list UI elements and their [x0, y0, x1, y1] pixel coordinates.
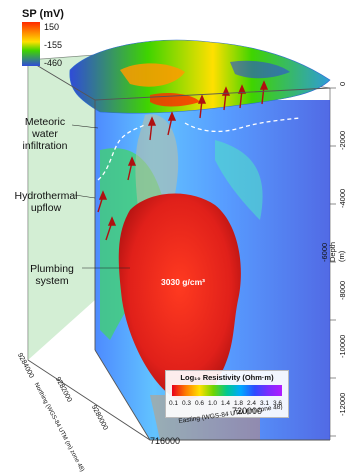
figure-canvas: SP (mV) 150 -155 -460 Meteoric water inf… [14, 8, 347, 473]
left-volume-face [28, 55, 95, 360]
res-tick: 1.0 [208, 400, 218, 407]
res-tick: 3.1 [260, 400, 270, 407]
resistivity-legend-title: Log₁₀ Resistivity (Ohm·m) [180, 373, 274, 382]
3d-model-render [27, 39, 336, 441]
res-tick: 0.6 [195, 400, 205, 407]
depth-axis-ticks [330, 87, 336, 437]
upflow-arrows [97, 80, 269, 241]
res-tick: 1.4 [221, 400, 231, 407]
depth-tick-0: 0 [338, 81, 347, 86]
depth-tick-5: -10000 [338, 334, 347, 358]
res-tick: 2.4 [247, 400, 257, 407]
depth-tick-1: -2000 [338, 130, 347, 150]
leader-lines [71, 124, 130, 269]
sp-legend-title: SP (mV) [22, 8, 64, 20]
sp-tick-max: 150 [44, 22, 60, 32]
meteoric-label: Meteoric water infiltration [22, 116, 68, 152]
easting-tick-1: 720000 [232, 406, 263, 416]
meteoric-boundary-right [184, 117, 301, 133]
sp-surface-map [69, 39, 331, 114]
depth-axis-label: Depth (m) [328, 241, 346, 262]
easting-tick-0: 716000 [150, 436, 181, 446]
plumbing-label: Plumbing system [30, 263, 74, 287]
res-tick: 0.3 [182, 400, 192, 407]
depth-tick-6: -12000 [338, 392, 347, 416]
density-label: 3030 g/cm³ [161, 277, 205, 287]
depth-tick-4: -8000 [338, 280, 347, 300]
res-tick: 0.1 [169, 400, 179, 407]
sp-tick-min: -460 [44, 58, 63, 68]
plumbing-body [118, 193, 241, 401]
sp-colorbar [22, 22, 40, 66]
hydrothermal-label: Hydrothermal upflow [14, 190, 78, 214]
res-tick: 1.8 [234, 400, 244, 407]
resistivity-legend: Log₁₀ Resistivity (Ohm·m) 0.1 0.3 0.6 1.… [165, 370, 289, 418]
sp-tick-mid: -155 [44, 40, 63, 50]
resistivity-colorbar [172, 385, 282, 396]
res-tick: 3.6 [273, 400, 283, 407]
depth-tick-2: -4000 [338, 188, 347, 208]
